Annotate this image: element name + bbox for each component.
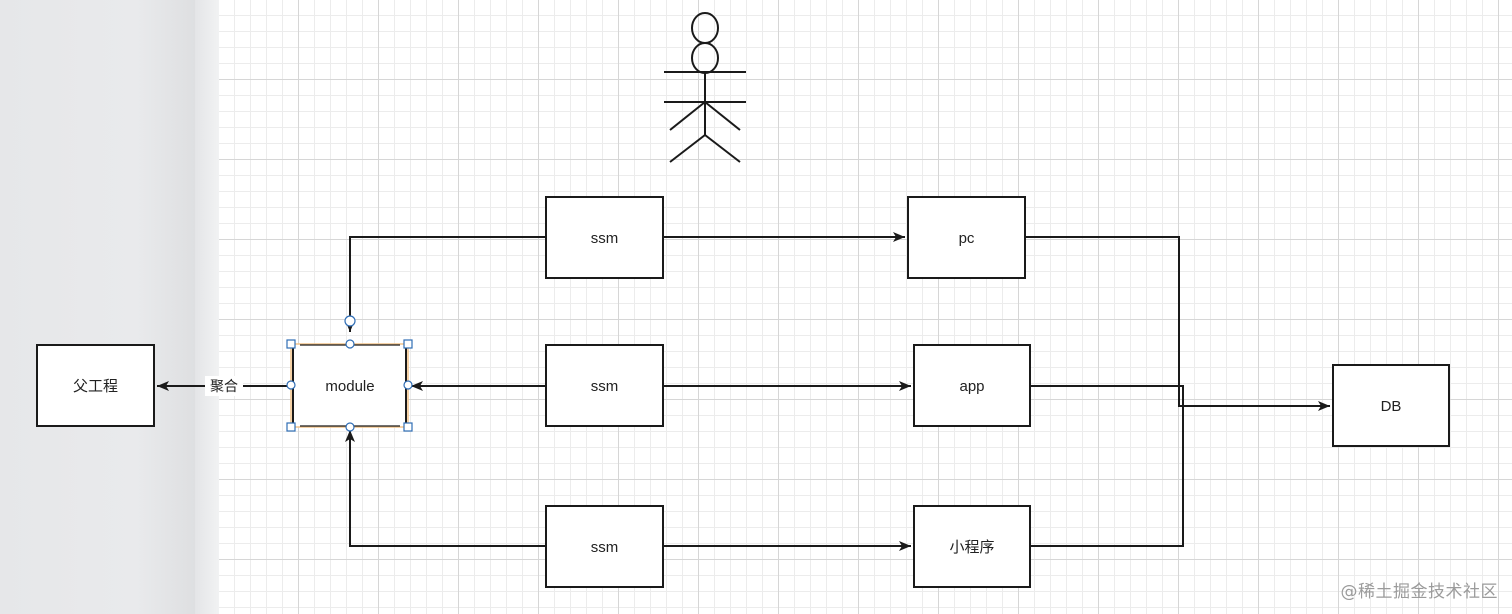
connection-point-right[interactable] <box>403 380 413 390</box>
node-ssm-bottom[interactable]: ssm <box>545 505 664 588</box>
connection-point-top[interactable] <box>345 339 355 349</box>
node-parent-label: 父工程 <box>73 378 118 395</box>
node-mini-program[interactable]: 小程序 <box>913 505 1031 588</box>
node-db[interactable]: DB <box>1332 364 1450 447</box>
node-ssm-bottom-label: ssm <box>591 539 619 556</box>
edge-ssm-bottom-to-module[interactable] <box>345 430 546 547</box>
edge-ssm-top-to-module[interactable] <box>345 236 546 332</box>
connection-point-left[interactable] <box>286 380 296 390</box>
resize-handle-bottom-left[interactable] <box>286 422 296 432</box>
node-db-label: DB <box>1381 398 1402 415</box>
node-ssm-mid-label: ssm <box>591 378 619 395</box>
edge-app-to-db[interactable] <box>1030 385 1184 406</box>
node-mini-program-label: 小程序 <box>949 539 994 556</box>
node-module-label: module <box>325 378 374 395</box>
node-parent[interactable]: 父工程 <box>36 344 155 427</box>
node-pc[interactable]: pc <box>907 196 1026 279</box>
watermark: @稀土掘金技术社区 <box>1340 582 1498 602</box>
node-app-label: app <box>959 378 984 395</box>
diagram-canvas[interactable] <box>219 0 1512 614</box>
edge-endpoint-handle[interactable] <box>344 315 356 327</box>
node-ssm-top-label: ssm <box>591 230 619 247</box>
edge-label-aggregate[interactable]: 聚合 <box>205 376 243 396</box>
connection-point-bottom[interactable] <box>345 422 355 432</box>
node-ssm-top[interactable]: ssm <box>545 196 664 279</box>
edge-mini-program-to-db[interactable] <box>1030 406 1184 547</box>
resize-handle-top-right[interactable] <box>403 339 413 349</box>
node-module[interactable]: module <box>290 343 409 428</box>
node-pc-label: pc <box>959 230 975 247</box>
sidebar-divider <box>195 0 219 614</box>
node-app[interactable]: app <box>913 344 1031 427</box>
node-ssm-mid[interactable]: ssm <box>545 344 664 427</box>
edge-label-aggregate-text: 聚合 <box>210 378 238 394</box>
resize-handle-bottom-right[interactable] <box>403 422 413 432</box>
resize-handle-top-left[interactable] <box>286 339 296 349</box>
edge-pc-to-db[interactable] <box>1025 236 1330 411</box>
stick-figure-actor-icon[interactable] <box>664 12 746 163</box>
left-sidebar-panel <box>0 0 195 614</box>
selection-handles[interactable] <box>286 315 413 432</box>
